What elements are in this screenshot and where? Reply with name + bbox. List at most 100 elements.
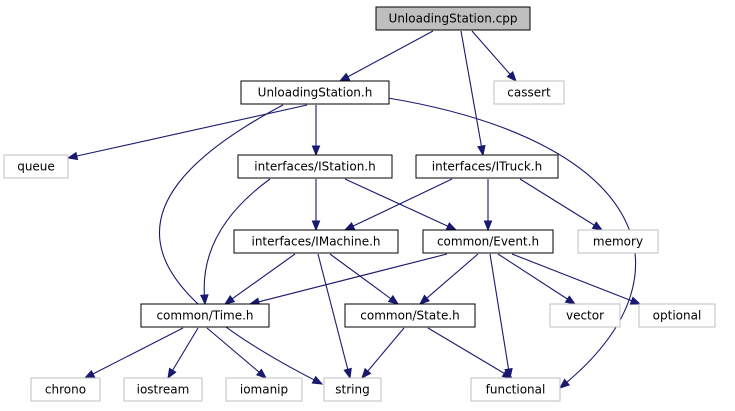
node-iostream: iostream <box>123 377 203 402</box>
edge-line <box>460 30 483 148</box>
node-label: UnloadingStation.cpp <box>389 12 518 26</box>
node-label: cassert <box>507 86 551 100</box>
node-state-h[interactable]: common/State.h <box>344 303 476 328</box>
arrowhead-icon <box>311 220 321 232</box>
arrowhead-icon <box>338 72 351 82</box>
edge-line <box>203 178 271 297</box>
edge-line <box>471 30 512 76</box>
node-string: string <box>323 377 382 402</box>
edge-line <box>257 253 448 303</box>
arrowhead-icon <box>223 294 236 305</box>
edge-line <box>427 327 506 375</box>
edge-line <box>91 327 184 375</box>
node-vector: vector <box>549 303 621 328</box>
arrowhead-icon <box>343 367 352 380</box>
edge-time_h-to-iomanip <box>206 327 268 379</box>
node-box <box>577 229 659 254</box>
arrowhead-icon <box>200 294 209 306</box>
edge-line <box>317 253 349 371</box>
edge-unloading_cpp-to-itruck_h <box>460 30 486 157</box>
node-label: string <box>335 383 369 397</box>
edge-line <box>519 178 596 227</box>
edge-line <box>206 327 261 374</box>
edge-line <box>344 178 449 228</box>
node-box <box>240 80 390 105</box>
edge-unloading_cpp-to-cassert <box>471 30 517 83</box>
arrowhead-icon <box>311 375 324 385</box>
arrowhead-icon <box>591 221 604 231</box>
node-box <box>140 303 270 328</box>
arrowhead-icon <box>445 222 458 231</box>
edge-line <box>387 97 636 384</box>
node-istation-h[interactable]: interfaces/IStation.h <box>237 154 393 179</box>
edge-event_h-to-optional <box>511 253 642 305</box>
node-itruck-h[interactable]: interfaces/ITruck.h <box>415 154 559 179</box>
node-box <box>30 377 101 402</box>
node-label: queue <box>17 160 55 174</box>
edge-unloading_h-to-queue <box>66 104 308 161</box>
arrowhead-icon <box>506 71 517 83</box>
node-label: iostream <box>137 383 190 397</box>
node-label: UnloadingStation.h <box>258 86 373 100</box>
edge-line <box>511 253 633 302</box>
arrowhead-icon <box>501 369 514 379</box>
arrowhead-icon <box>477 144 486 157</box>
edge-line <box>329 253 392 300</box>
arrowhead-icon <box>66 151 79 161</box>
node-label: interfaces/IStation.h <box>254 160 375 174</box>
node-label: interfaces/ITruck.h <box>432 160 542 174</box>
edge-istation_h-to-time_h <box>200 178 271 306</box>
arrowhead-icon <box>361 367 372 380</box>
edge-imachine_h-to-time_h <box>223 253 296 305</box>
node-imachine-h[interactable]: interfaces/IMachine.h <box>233 229 399 254</box>
node-optional: optional <box>638 303 716 328</box>
edge-imachine_h-to-state_h <box>329 253 400 305</box>
node-box <box>638 303 716 328</box>
node-box <box>549 303 621 328</box>
edge-itruck_h-to-memory <box>519 178 604 231</box>
arrowhead-icon <box>255 368 268 379</box>
edges-layer <box>66 30 642 389</box>
node-label: vector <box>566 309 604 323</box>
node-queue: queue <box>3 154 69 179</box>
node-box <box>225 377 303 402</box>
arrowhead-icon <box>629 296 642 305</box>
node-label: functional <box>486 383 546 397</box>
arrowhead-icon <box>167 367 177 380</box>
edge-time_h-to-iostream <box>167 327 199 380</box>
arrowhead-icon <box>83 369 96 379</box>
edge-line <box>158 104 316 381</box>
node-label: common/State.h <box>360 309 460 323</box>
node-box <box>344 303 476 328</box>
node-box <box>375 6 531 31</box>
edge-event_h-to-state_h <box>418 253 479 305</box>
node-event-h[interactable]: common/Event.h <box>422 229 554 254</box>
edge-event_h-to-time_h <box>248 253 448 306</box>
node-unloading-cpp[interactable]: UnloadingStation.cpp <box>375 6 531 31</box>
edge-state_h-to-functional <box>427 327 514 379</box>
edge-line <box>346 30 434 78</box>
node-label: common/Event.h <box>437 235 539 249</box>
edge-unloading_h-to-functional <box>387 97 636 389</box>
node-box <box>493 80 565 105</box>
node-box <box>233 229 399 254</box>
node-iomanip: iomanip <box>225 377 303 402</box>
edge-line <box>366 327 405 373</box>
edge-line <box>171 327 199 372</box>
edge-state_h-to-string <box>361 327 405 380</box>
edge-unloading_h-to-string <box>158 104 324 385</box>
node-unloading-h[interactable]: UnloadingStation.h <box>240 80 390 105</box>
edge-line <box>351 178 453 228</box>
node-label: memory <box>593 235 643 249</box>
node-label: common/Time.h <box>156 309 253 323</box>
node-label: optional <box>653 309 702 323</box>
edge-line <box>497 253 569 301</box>
edge-time_h-to-chrono <box>83 327 184 379</box>
node-time-h[interactable]: common/Time.h <box>140 303 270 328</box>
node-cassert: cassert <box>493 80 565 105</box>
node-label: chrono <box>45 383 86 397</box>
node-label: iomanip <box>240 383 288 397</box>
node-functional: functional <box>470 377 561 402</box>
edge-unloading_h-to-istation_h <box>311 105 321 157</box>
